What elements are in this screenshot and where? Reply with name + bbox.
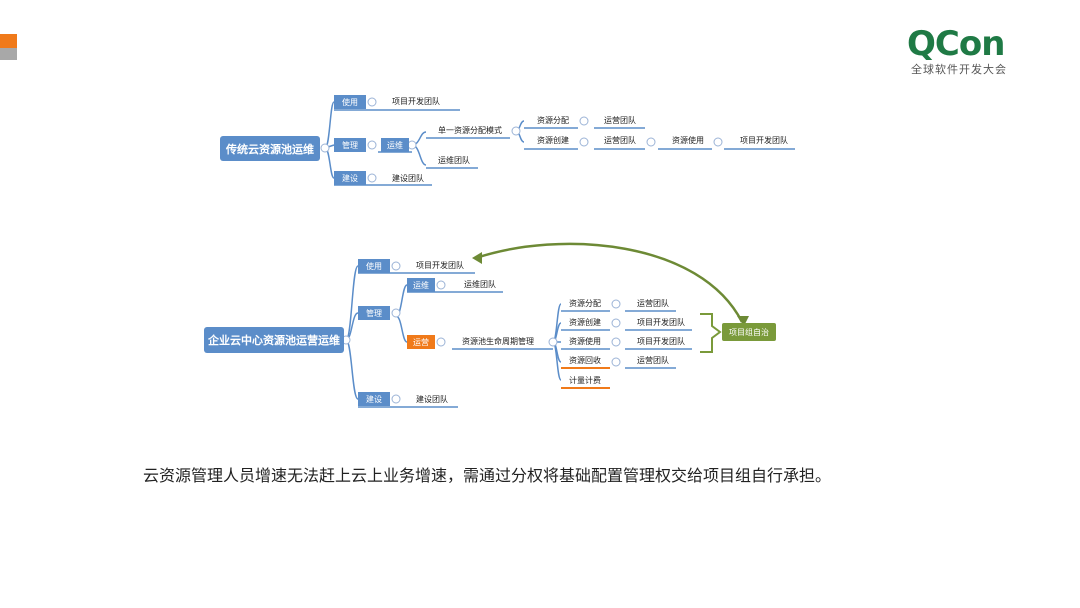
lifecycle-item-team: 运营团队: [637, 299, 669, 308]
lifecycle-item-label: 资源分配: [569, 299, 601, 308]
lifecycle-item-label: 资源回收: [569, 356, 601, 365]
diagram1-build-team: 建设团队: [392, 174, 424, 183]
diagram1-create-team: 运营团队: [604, 136, 636, 145]
logo-subtitle: 全球软件开发大会: [911, 63, 1007, 76]
diagram2-manage-node: 管理: [358, 306, 390, 320]
qcon-logo: QCon 全球软件开发大会: [905, 24, 1025, 76]
diagram1-root: 传统云资源池运维: [220, 136, 320, 161]
diagram1-ops-team: 运维团队: [438, 156, 470, 165]
lifecycle-item-team: 运营团队: [637, 356, 669, 365]
diagram1-alloc: 资源分配: [537, 116, 569, 125]
diagram1-usage-team: 项目开发团队: [740, 136, 788, 145]
diagram1-usage: 资源使用: [672, 136, 704, 145]
diagram1-alloc-team: 运营团队: [604, 116, 636, 125]
diagram1-build-node: 建设: [334, 171, 366, 185]
diagram2-lifecycle: 资源池生命周期管理: [462, 337, 534, 346]
diagram1-ops-node: 运维: [381, 138, 409, 152]
diagram2-operate-node: 运营: [407, 335, 435, 349]
diagram2-ops-node: 运维: [407, 278, 435, 292]
diagram2-build-node: 建设: [358, 392, 390, 406]
diagram1-single-mode: 单一资源分配模式: [438, 126, 502, 135]
diagram2-use-node: 使用: [358, 259, 390, 273]
accent-bar-gray: [0, 48, 17, 60]
lifecycle-item-team: 项目开发团队: [637, 318, 685, 327]
diagram2-root: 企业云中心资源池运营运维: [204, 327, 344, 353]
diagram2-build-team: 建设团队: [416, 395, 448, 404]
lifecycle-item-label: 计量计费: [569, 376, 601, 385]
diagram1-use-node: 使用: [334, 95, 366, 109]
lifecycle-item-label: 资源创建: [569, 318, 601, 327]
diagram2-ops-team: 运维团队: [464, 280, 496, 289]
diagram1-use-team: 项目开发团队: [392, 97, 440, 106]
logo-wordmark: QCon: [907, 24, 1005, 64]
self-govern-node: 项目组自治: [722, 323, 776, 341]
lifecycle-item-team: 项目开发团队: [637, 337, 685, 346]
lifecycle-item-label: 资源使用: [569, 337, 601, 346]
diagram2-use-team: 项目开发团队: [416, 261, 464, 270]
accent-bar-orange: [0, 34, 17, 48]
slide-caption: 云资源管理人员增速无法赶上云上业务增速，需通过分权将基础配置管理权交给项目组自行…: [143, 466, 832, 485]
diagram1-create: 资源创建: [537, 136, 569, 145]
diagram1-manage-node: 管理: [334, 138, 366, 152]
